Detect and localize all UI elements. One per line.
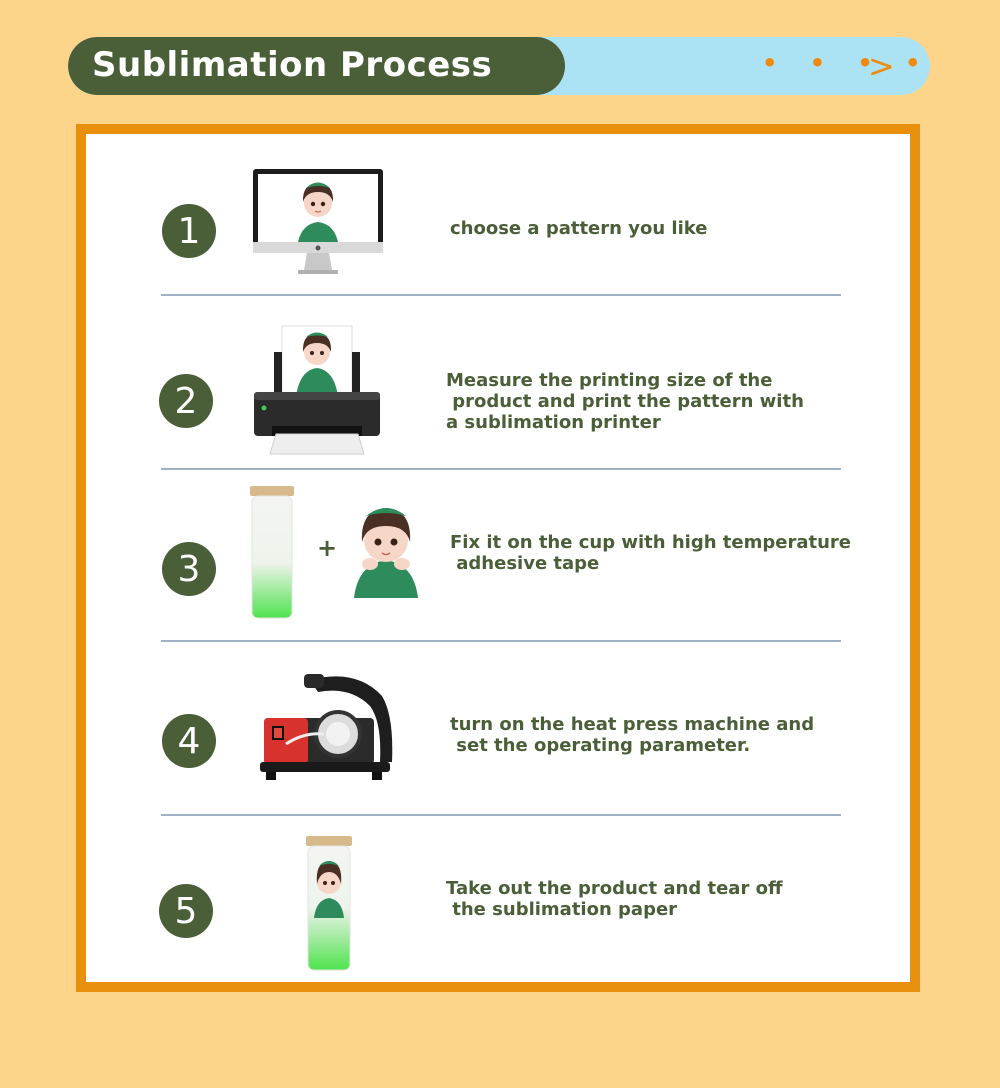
monitor-icon bbox=[253, 169, 383, 274]
printed-cup-icon bbox=[306, 836, 352, 971]
step-2-number: 2 bbox=[159, 374, 213, 428]
step-5-number: 5 bbox=[159, 884, 213, 938]
banner-dots: • • • • • bbox=[762, 49, 930, 77]
divider-3 bbox=[161, 640, 841, 642]
step-3-text: Fix it on the cup with high temperature … bbox=[450, 532, 851, 574]
printer-icon bbox=[254, 325, 380, 455]
header-banner: Sublimation Process • • • • • > bbox=[68, 37, 930, 95]
step-4-number: 4 bbox=[162, 714, 216, 768]
divider-1 bbox=[161, 294, 841, 296]
cup-plus-pattern-icon bbox=[250, 486, 294, 619]
step-2-text: Measure the printing size of the product… bbox=[446, 370, 804, 433]
pattern-character-icon bbox=[354, 508, 418, 598]
step-1-number: 1 bbox=[162, 204, 216, 258]
plus-sign: + bbox=[317, 534, 338, 562]
arrow-right-icon: > bbox=[868, 47, 895, 85]
step-5-text: Take out the product and tear off the su… bbox=[446, 878, 783, 920]
divider-4 bbox=[161, 814, 841, 816]
step-4-text: turn on the heat press machine and set t… bbox=[450, 714, 815, 756]
divider-2 bbox=[161, 468, 841, 470]
heat-press-icon bbox=[260, 674, 393, 780]
step-1-text: choose a pattern you like bbox=[450, 218, 708, 239]
step-3-number: 3 bbox=[162, 542, 216, 596]
banner-title-background bbox=[68, 37, 565, 95]
process-card: 1 choose a pattern you like 2 bbox=[76, 124, 920, 992]
process-card-body: 1 choose a pattern you like 2 bbox=[86, 134, 910, 982]
page-title: Sublimation Process bbox=[92, 45, 493, 85]
